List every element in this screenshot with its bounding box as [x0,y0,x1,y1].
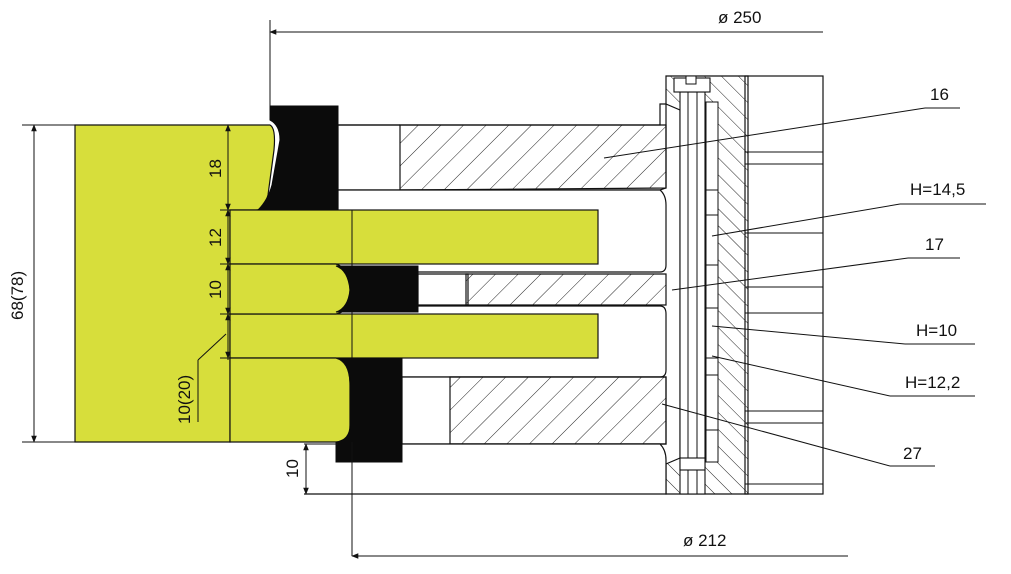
workpiece [74,124,599,443]
segment-18-label: 18 [206,159,225,178]
callout-17: 17 [925,235,944,254]
callout-h-14-5: H=14,5 [910,180,965,199]
labels: ø 250 ø 212 68(78) 18 12 10 10(20) 10 16… [8,8,965,550]
callout-27: 27 [903,444,922,463]
callout-h-12-2: H=12,2 [905,373,960,392]
inner-diameter-label: ø 212 [683,531,726,550]
outer-diameter-label: ø 250 [718,8,761,27]
bottom-offset-label: 10 [283,459,302,478]
callout-leaders [603,107,986,467]
segment-10-label: 10 [206,280,225,299]
knives [256,105,419,463]
total-height-label: 68(78) [8,271,27,320]
dimension-lines [22,20,848,559]
arbor-housing [744,75,824,495]
callout-16: 16 [930,85,949,104]
hub-column [665,75,749,495]
segment-10-20-label: 10(20) [175,375,194,424]
callout-h-10: H=10 [916,321,957,340]
segment-12-label: 12 [206,228,225,247]
